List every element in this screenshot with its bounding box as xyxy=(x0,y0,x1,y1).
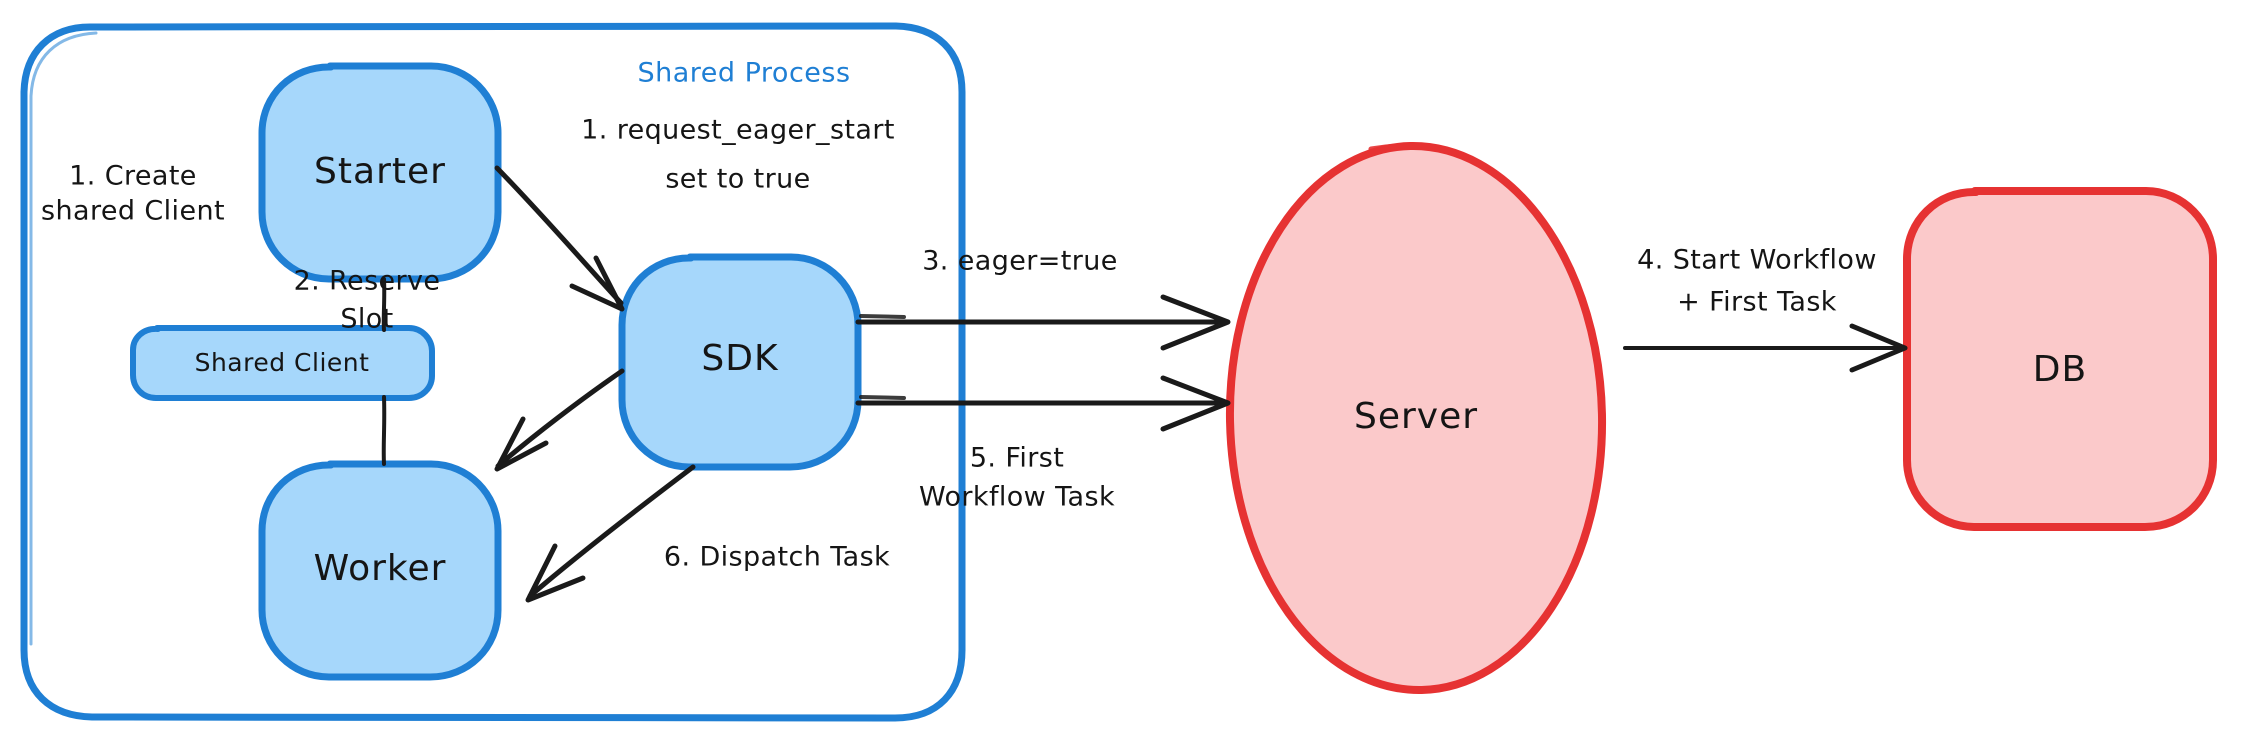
starter-label: Starter xyxy=(314,151,446,192)
worker-border xyxy=(258,460,502,681)
node-shared-client[interactable]: Shared Client xyxy=(130,325,435,401)
shared-client-label: Shared Client xyxy=(195,348,370,377)
edge-request-eager-start-line xyxy=(494,165,624,306)
shared-process-border xyxy=(20,22,966,722)
group-label-shared-process: Shared Process xyxy=(637,58,850,89)
edge-label-dispatch-task: 6. Dispatch Task xyxy=(664,542,890,573)
starter-fill xyxy=(264,67,496,278)
edge-eager-true-sketch xyxy=(859,314,906,319)
edge-reserve-slot-line xyxy=(495,368,625,469)
shared-client-fill xyxy=(134,329,430,397)
edge-request-eager-start-arrowhead xyxy=(569,255,625,312)
edge-label-first-task-line1: 5. First xyxy=(970,443,1064,474)
edge-first-workflow-task-arrowhead xyxy=(1160,375,1231,432)
edge-label-eager-start-line2: set to true xyxy=(665,164,810,195)
edge-label-start-wf-line1: 4. Start Workflow xyxy=(1637,245,1877,276)
edge-dispatch-task-line xyxy=(527,464,696,599)
edge-eager-true-arrowhead xyxy=(1160,294,1231,351)
sdk-fill xyxy=(624,258,856,466)
shared-process-sketch-line xyxy=(29,31,98,646)
edge-label-create-line1: 1. Create xyxy=(69,161,197,192)
edge-label-create-line2: shared Client xyxy=(41,196,225,227)
shared-client-border xyxy=(130,325,435,401)
edge-first-workflow-task-sketch xyxy=(859,395,906,400)
db-border xyxy=(1903,187,2217,531)
server-sketch-top xyxy=(1368,143,1444,152)
edge-dispatch-task-arrowhead xyxy=(525,543,586,603)
starter-border xyxy=(258,62,502,283)
edge-label-reserve-line2: Slot xyxy=(340,304,393,335)
node-db[interactable]: DB xyxy=(1903,187,2217,531)
edge-create-shared-client[interactable]: 1. Create shared Client xyxy=(41,161,387,466)
edge-shared-client-to-worker-line xyxy=(381,395,387,466)
edge-dispatch-task[interactable]: 6. Dispatch Task xyxy=(525,464,890,603)
db-label: DB xyxy=(2033,349,2087,390)
sdk-label: SDK xyxy=(701,338,779,379)
edge-first-workflow-task[interactable]: 5. First Workflow Task xyxy=(855,375,1231,513)
db-fill xyxy=(1909,192,2212,526)
edge-label-eager-true: 3. eager=true xyxy=(922,246,1118,277)
sdk-border xyxy=(618,253,862,471)
edge-request-eager-start[interactable]: 1. request_eager_start set to true xyxy=(494,115,895,312)
edge-starter-to-shared-client-line xyxy=(381,277,387,332)
server-label: Server xyxy=(1354,396,1478,437)
edge-label-first-task-line2: Workflow Task xyxy=(919,482,1115,513)
node-server[interactable]: Server xyxy=(1224,142,1607,694)
edge-start-workflow-arrowhead xyxy=(1849,323,1908,373)
node-starter[interactable]: Starter xyxy=(258,62,502,283)
worker-fill xyxy=(264,465,496,676)
edge-label-reserve-line1: 2. Reserve xyxy=(294,266,441,297)
worker-label: Worker xyxy=(314,548,447,589)
server-fill xyxy=(1229,146,1603,690)
edge-eager-true[interactable]: 3. eager=true xyxy=(855,246,1231,351)
edge-label-eager-start-line1: 1. request_eager_start xyxy=(581,115,895,146)
node-sdk[interactable]: SDK xyxy=(618,253,862,471)
node-worker[interactable]: Worker xyxy=(258,460,502,681)
group-shared-process[interactable]: Shared Process xyxy=(20,22,966,722)
edge-reserve-slot[interactable]: 2. Reserve Slot xyxy=(294,266,625,472)
edge-start-workflow-first-task[interactable]: 4. Start Workflow + First Task xyxy=(1623,245,1908,373)
edge-reserve-slot-arrowhead xyxy=(494,416,549,472)
edge-label-start-wf-line2: + First Task xyxy=(1677,287,1837,318)
